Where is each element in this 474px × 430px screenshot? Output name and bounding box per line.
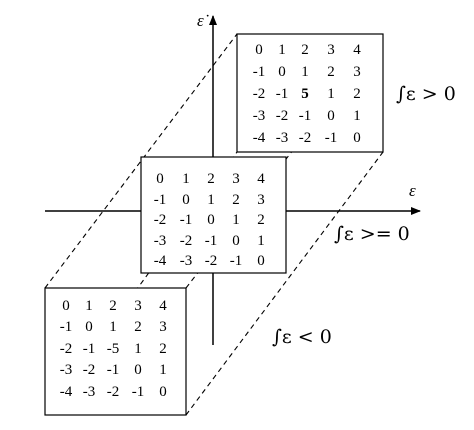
panel-lower-cell: -1 [83,341,96,357]
condition-middle: ∫ε >= 0 [334,223,410,245]
panel-middle: 0 1 2 3 4 -1 0 1 2 3 -2 -1 0 1 2 -3 -2 -1 0 1 -4 -3 -2 -1 0 [140,156,287,274]
panel-middle-cell: 0 [257,253,265,269]
panel-lower-cell: 2 [134,319,142,335]
panel-lower-cell: 0 [62,298,70,314]
panel-upper-cell: -1 [253,64,266,80]
panel-middle-cell: 1 [232,212,240,228]
panel-lower-cell: 2 [109,298,117,314]
panel-middle-cell: -1 [230,253,243,269]
panel-middle-cell: -2 [205,253,218,269]
panel-middle-cell: -4 [154,253,167,269]
panel-middle-cell: -3 [180,253,193,269]
panel-middle-cell: 4 [257,171,265,187]
panel-upper-cell: -3 [253,108,266,124]
panel-upper-cell: 3 [353,64,361,80]
panel-upper-cell: -1 [299,108,312,124]
panel-upper-cell: -1 [276,86,289,102]
panel-middle-cell: -3 [154,233,167,249]
panel-middle-cell: 1 [257,233,265,249]
panel-upper-cell: 0 [327,108,335,124]
panel-middle-cell: 0 [207,212,215,228]
dashed-edge-bottom-right [185,151,384,416]
panel-lower-cell: 1 [85,298,93,314]
panel-upper-cell: 2 [327,64,335,80]
panel-middle-cell: 2 [232,192,240,208]
panel-lower-cell: 2 [159,341,167,357]
panel-upper-cell: -2 [253,86,266,102]
panel-upper-cell: 2 [301,42,309,58]
panel-middle-cell: 3 [257,192,265,208]
panel-upper-cell: 5 [301,86,309,102]
panel-upper-cell: 4 [353,42,361,58]
panel-lower-cell: -2 [107,384,120,400]
panel-middle-grid: 0 1 2 3 4 -1 0 1 2 3 -2 -1 0 1 2 -3 -2 -1 0 1 -4 -3 -2 -1 0 [154,171,266,269]
panel-upper-cell: 1 [301,64,309,80]
panel-upper-cell: -1 [325,130,338,146]
panel-upper-cell: 0 [353,130,361,146]
panel-lower-cell: 1 [134,341,142,357]
panel-middle-cell: 0 [182,192,190,208]
panel-lower-cell: 0 [134,362,142,378]
condition-upper: ∫ε > 0 [396,83,456,105]
dashed-edge-top-left [44,33,238,289]
panel-lower-cell: -1 [60,319,73,335]
panel-middle-cell: -1 [205,233,218,249]
panel-lower-cell: -1 [132,384,145,400]
panel-lower-cell: -1 [107,362,120,378]
panel-middle-cell: 1 [182,171,190,187]
y-axis-label: ε̇ [197,11,209,30]
panel-upper-cell: 1 [327,86,335,102]
panel-upper-cell: -2 [299,130,312,146]
panel-lower-cell: -3 [60,362,73,378]
panel-lower-box [44,287,187,416]
panel-upper-cell: 3 [327,42,335,58]
panel-middle-cell: -1 [154,192,167,208]
panel-upper-cell: -2 [276,108,289,124]
condition-lower: ∫ε < 0 [272,326,332,348]
panel-upper-cell: -4 [253,130,266,146]
panel-lower-cell: 0 [159,384,167,400]
x-axis-label: ε [409,181,416,200]
panel-upper-cell: -3 [276,130,289,146]
panel-middle-cell: 1 [207,192,215,208]
panel-lower-cell: 0 [85,319,93,335]
panel-lower-cell: 1 [109,319,117,335]
panel-lower-cell: -2 [60,341,73,357]
panel-lower-cell: -4 [60,384,73,400]
panel-middle-cell: 3 [232,171,240,187]
panel-lower-cell: 3 [159,319,167,335]
panel-lower-cell: 4 [159,298,167,314]
panel-middle-cell: -2 [154,212,167,228]
panel-middle-box [140,156,287,274]
panel-lower-cell: -5 [107,341,120,357]
panel-upper-cell: 0 [255,42,263,58]
panel-lower-cell: -3 [83,384,96,400]
panel-upper-cell: 2 [353,86,361,102]
panel-middle-cell: -2 [180,233,193,249]
panel-upper-cell: 1 [278,42,286,58]
panel-middle-cell: 0 [232,233,240,249]
panel-lower-cell: 3 [134,298,142,314]
panel-middle-cell: 0 [156,171,164,187]
panel-upper-cell: 0 [278,64,286,80]
panel-middle-cell: 2 [257,212,265,228]
panel-upper-cell: 1 [353,108,361,124]
panel-middle-cell: 2 [207,171,215,187]
panel-lower-cell: 1 [159,362,167,378]
panel-lower-cell: -2 [83,362,96,378]
panel-middle-cell: -1 [180,212,193,228]
panel-upper-box [236,33,384,153]
